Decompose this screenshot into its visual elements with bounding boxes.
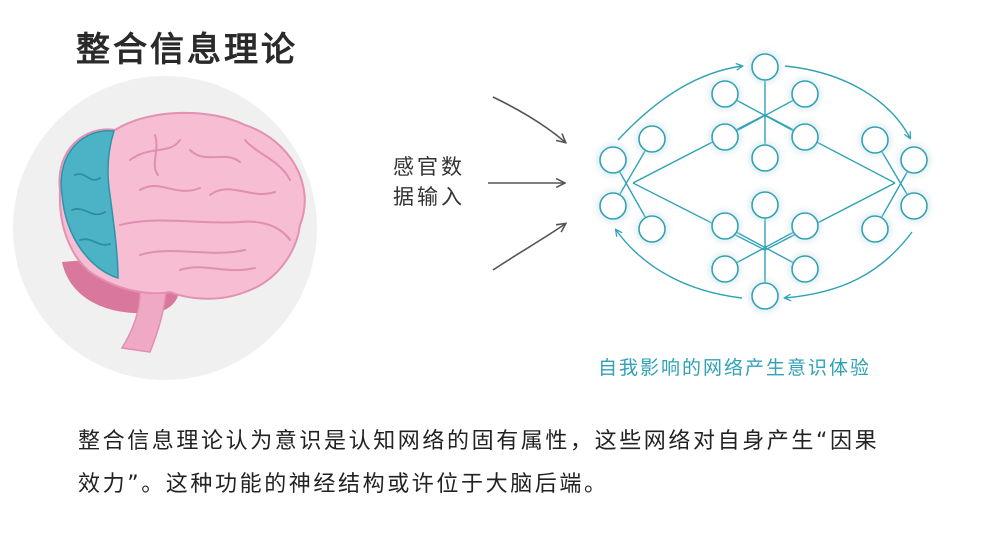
loop-arrow-top-left bbox=[617, 66, 742, 141]
node bbox=[599, 146, 627, 174]
input-arrow-top bbox=[492, 96, 565, 142]
cerebrum bbox=[58, 111, 306, 300]
node bbox=[791, 212, 819, 240]
node bbox=[599, 192, 627, 220]
node bbox=[751, 144, 779, 172]
description-line-2: 效力”。这种功能的神经结构或许位于大脑后端。 bbox=[78, 472, 609, 497]
node bbox=[711, 212, 739, 240]
node bbox=[711, 80, 739, 108]
node bbox=[638, 215, 666, 243]
network-caption: 自我影响的网络产生意识体验 bbox=[598, 357, 872, 379]
node bbox=[751, 53, 779, 81]
sensory-input-label: 感官数 据输入 bbox=[393, 152, 465, 212]
node bbox=[751, 191, 779, 219]
network-nodes bbox=[599, 53, 928, 310]
network-edges bbox=[612, 67, 915, 296]
page-title: 整合信息理论 bbox=[76, 30, 298, 70]
node bbox=[861, 126, 889, 154]
sensory-arrows bbox=[488, 96, 565, 271]
node bbox=[861, 215, 889, 243]
sensory-label-line-2: 据输入 bbox=[393, 185, 465, 209]
node bbox=[900, 146, 928, 174]
node bbox=[791, 123, 819, 151]
brain-stem bbox=[120, 291, 167, 353]
neural-network bbox=[599, 53, 928, 310]
loop-arrow-bottom-right bbox=[785, 231, 913, 298]
loop-arrow-top-right bbox=[784, 65, 910, 138]
loop-arrow-bottom-left bbox=[616, 230, 743, 299]
description-line-1: 整合信息理论认为意识是认知网络的固有属性，这些网络对自身产生“因果 bbox=[78, 429, 880, 454]
node bbox=[638, 125, 666, 153]
description-paragraph: 整合信息理论认为意识是认知网络的固有属性，这些网络对自身产生“因果 效力”。这种… bbox=[78, 420, 958, 506]
brain-illustration bbox=[13, 76, 317, 380]
node bbox=[791, 255, 819, 283]
input-arrow-bottom bbox=[492, 224, 565, 271]
node bbox=[900, 192, 928, 220]
node bbox=[711, 123, 739, 151]
posterior-cortex bbox=[60, 130, 119, 280]
node bbox=[751, 282, 779, 310]
sensory-label-line-1: 感官数 bbox=[393, 155, 465, 179]
node bbox=[791, 80, 819, 108]
node bbox=[711, 255, 739, 283]
